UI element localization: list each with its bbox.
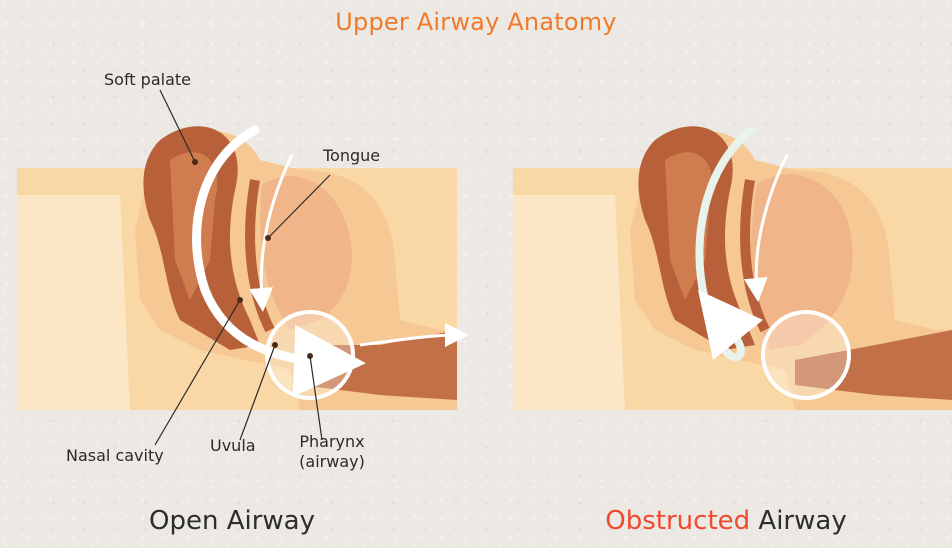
tongue-label: Tongue <box>323 146 380 166</box>
tongue-leader-dot <box>265 235 271 241</box>
soft-palate-label: Soft palate <box>104 70 191 90</box>
soft-palate-leader-dot <box>192 159 198 165</box>
open-airway-caption: Open Airway <box>149 506 315 536</box>
open-airway-illustration <box>17 90 457 445</box>
pharynx-label: Pharynx (airway) <box>299 432 365 472</box>
uvula-label: Uvula <box>210 436 256 456</box>
obstructed-airway-highlight-circle <box>763 312 849 398</box>
pharynx-label-line1: Pharynx <box>299 432 365 452</box>
nasal-cavity-leader-dot <box>237 297 243 303</box>
obstructed-skull-area <box>513 195 625 410</box>
open-skull-area <box>17 195 130 410</box>
nasal-cavity-label: Nasal cavity <box>66 446 164 466</box>
pharynx-label-line2: (airway) <box>299 452 365 472</box>
pharynx-leader-dot <box>307 353 313 359</box>
uvula-leader-dot <box>272 342 278 348</box>
obstructed-airway-caption: Obstructed Airway <box>605 506 846 536</box>
obstructed-caption-rest: Airway <box>750 506 847 536</box>
obstructed-caption-highlight: Obstructed <box>605 506 750 536</box>
obstructed-airway-illustration <box>513 126 952 410</box>
